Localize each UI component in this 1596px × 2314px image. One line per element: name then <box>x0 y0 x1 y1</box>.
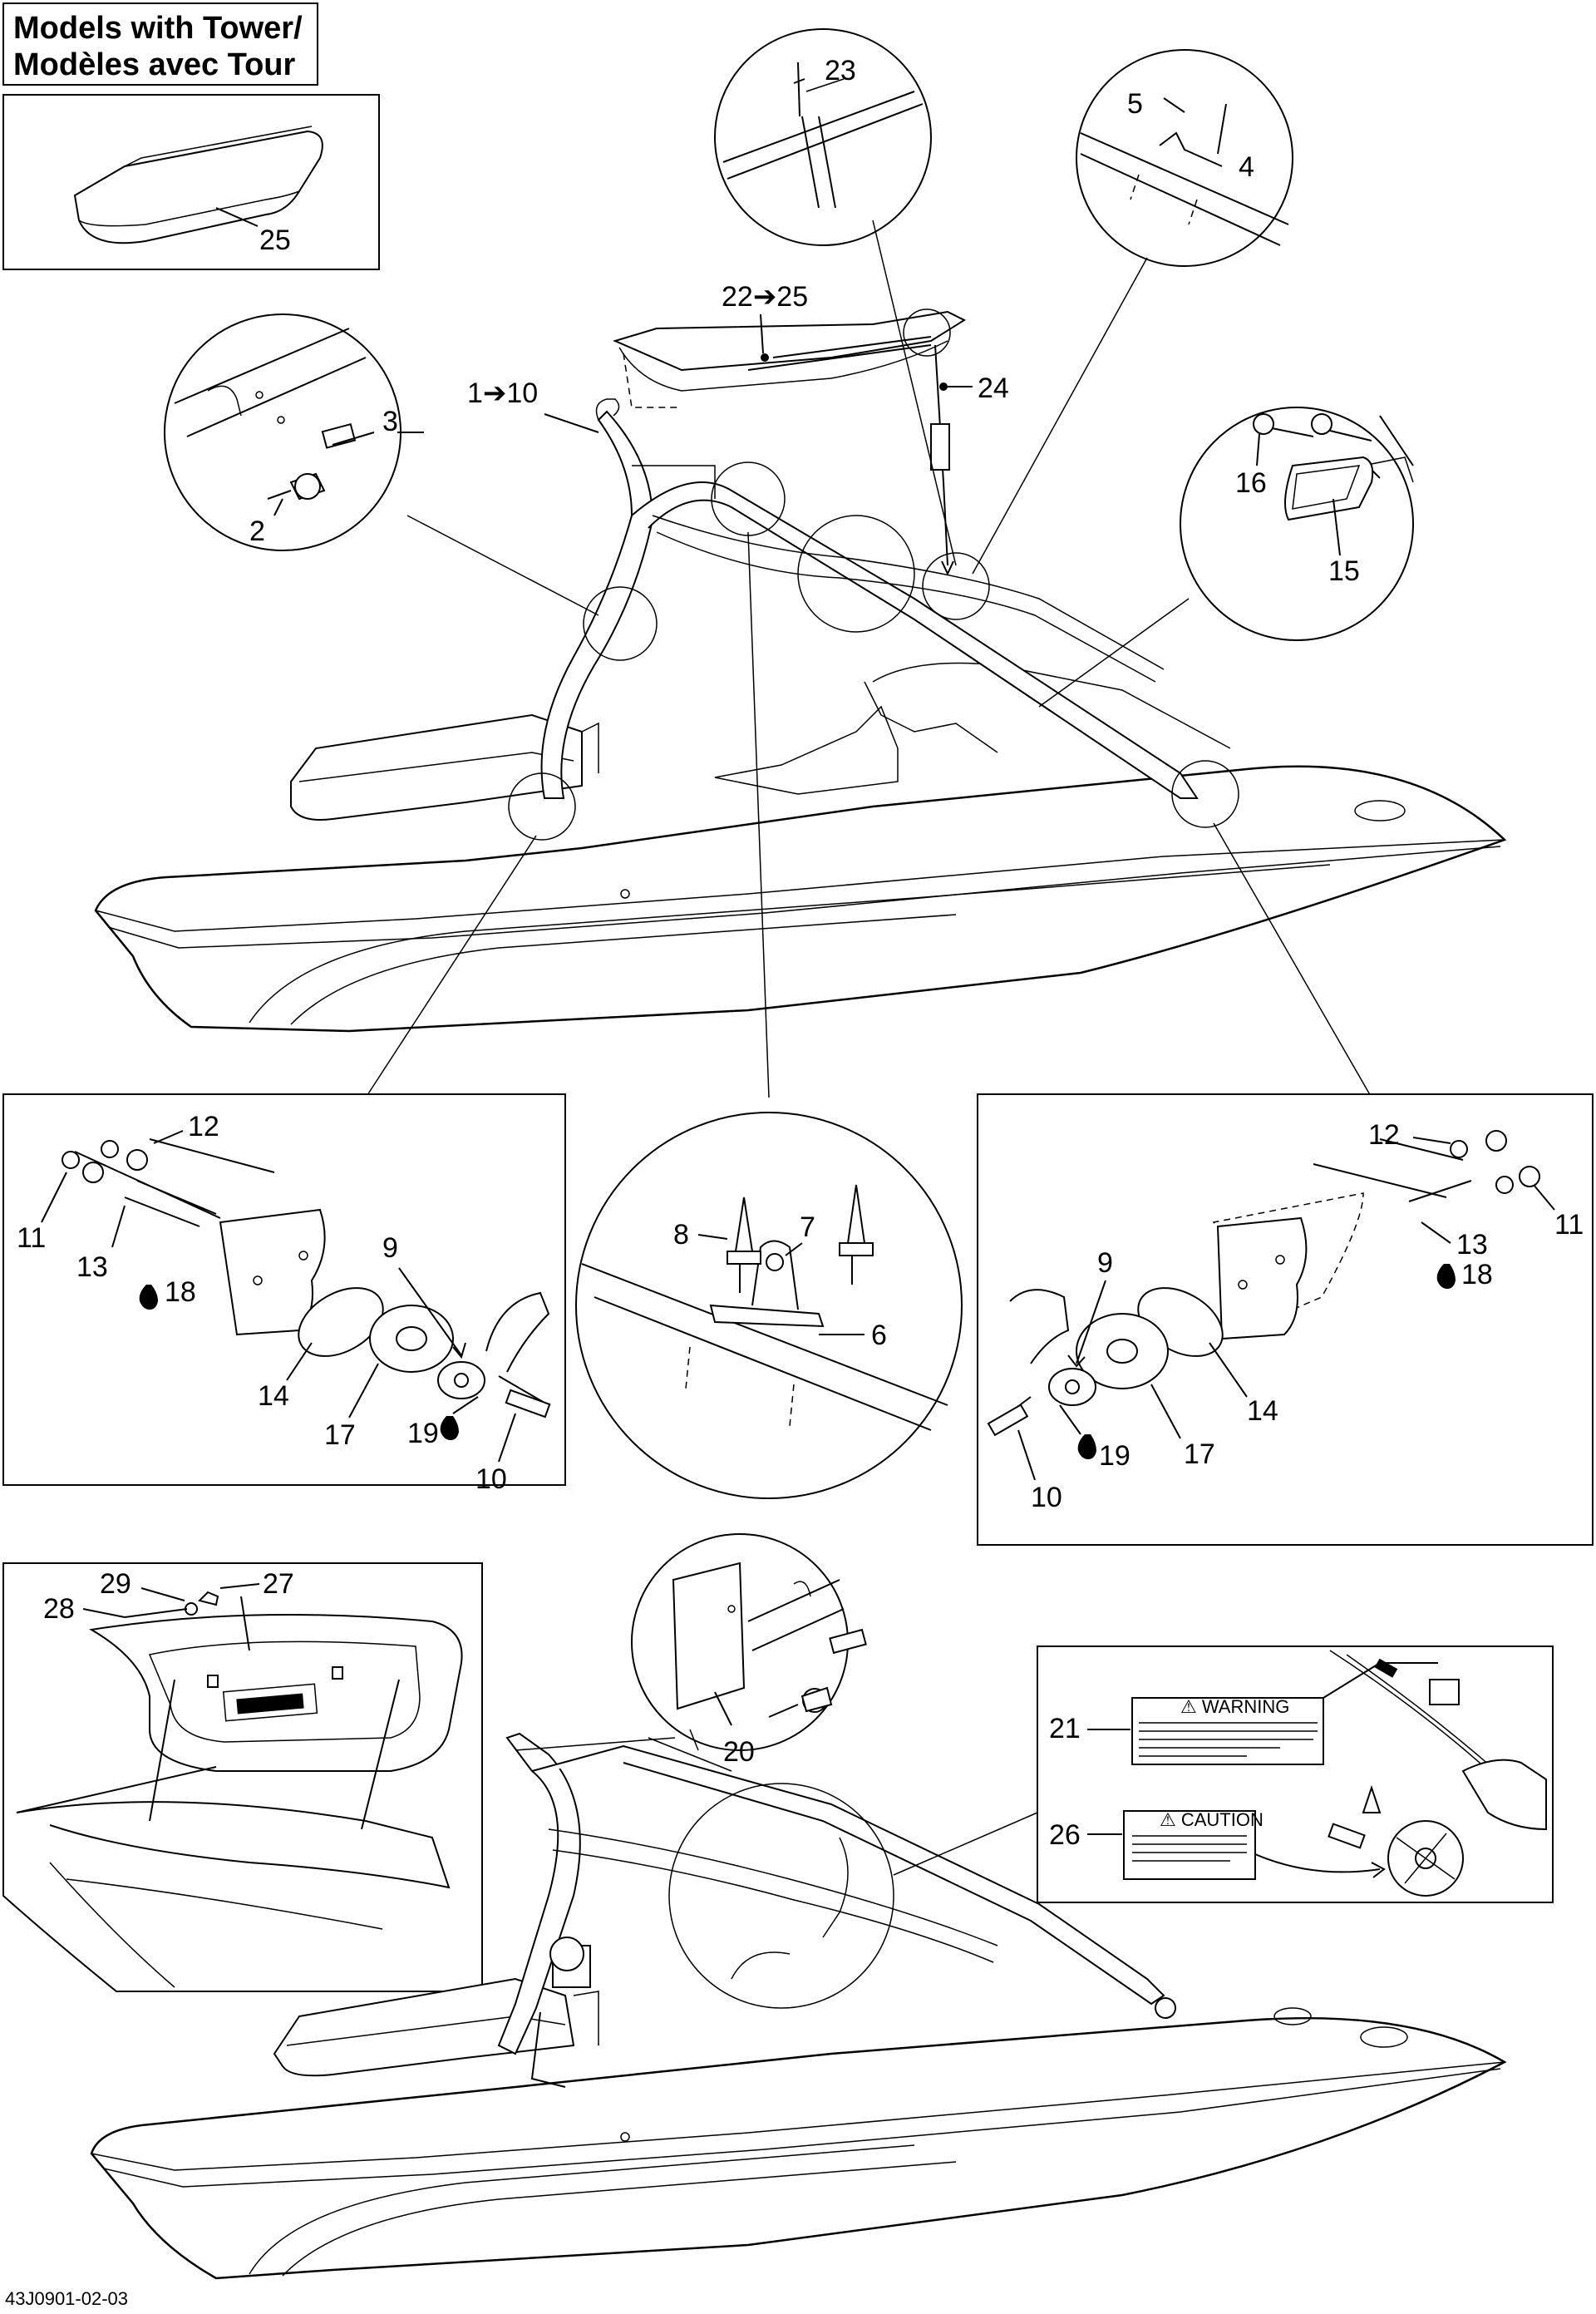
callout-16: 16 <box>1235 467 1267 499</box>
callout-10-right: 10 <box>1031 1482 1062 1513</box>
callout-25: 25 <box>259 224 291 256</box>
callout-12-right: 12 <box>1368 1119 1400 1151</box>
callout-2: 2 <box>249 516 265 547</box>
callout-5: 5 <box>1127 88 1143 120</box>
title-line-1: Models with Tower/ <box>13 11 303 46</box>
callout-19-left: 19 <box>407 1418 439 1449</box>
callout-10-left: 10 <box>475 1463 507 1495</box>
drawing-code: 43J0901-02-03 <box>5 2288 128 2309</box>
callout-7: 7 <box>800 1211 815 1243</box>
callout-28: 28 <box>43 1593 75 1625</box>
callout-21: 21 <box>1049 1713 1081 1744</box>
callout-13-right: 13 <box>1456 1229 1488 1261</box>
callout-19-right: 19 <box>1099 1440 1130 1472</box>
callout-11-left: 11 <box>17 1222 46 1254</box>
detail-circle-rivets: 8 7 6 <box>575 1112 963 1499</box>
lower-boat-drawing <box>90 1729 1507 2280</box>
callout-13-left: 13 <box>76 1251 108 1283</box>
detail-circle-20: 20 <box>631 1533 867 1768</box>
callout-29: 29 <box>100 1568 131 1600</box>
callout-27: 27 <box>263 1568 294 1600</box>
callout-17-left: 17 <box>324 1419 356 1451</box>
upper-leader-lines <box>365 220 1372 1098</box>
callout-12-left: 12 <box>188 1111 219 1142</box>
callout-23: 23 <box>825 55 856 86</box>
detail-circle-4-5: 5 4 <box>1076 49 1293 267</box>
callout-15: 15 <box>1328 555 1360 587</box>
callout-8: 8 <box>673 1219 689 1251</box>
bimini-assembly: 22➔25 24 1➔10 <box>467 281 1009 576</box>
callout-20: 20 <box>723 1736 755 1768</box>
warning-label-heading: ⚠ WARNING <box>1180 1696 1289 1717</box>
title-line-2: Modèles avec Tour <box>13 47 296 82</box>
callout-24: 24 <box>978 373 1009 404</box>
callout-14-right: 14 <box>1247 1395 1278 1427</box>
callout-4: 4 <box>1239 151 1254 183</box>
upper-boat-drawing <box>94 398 1507 1033</box>
right-mount-detail-box: 12 11 13 18 9 14 17 19 10 <box>977 1093 1594 1546</box>
cushion-detail-box: 25 <box>2 94 380 270</box>
callout-17-right: 17 <box>1184 1438 1215 1470</box>
detail-circle-mirror: 16 15 <box>1180 407 1414 641</box>
callout-26: 26 <box>1049 1819 1081 1851</box>
decal-detail-box: ⚠ WARNING ⚠ CAUTION 21 26 <box>1037 1645 1554 1903</box>
callout-3: 3 <box>382 406 398 437</box>
callout-1-10: 1➔10 <box>467 377 538 409</box>
callout-18-left: 18 <box>165 1276 196 1308</box>
callout-18-right: 18 <box>1461 1259 1493 1290</box>
left-mount-detail-box: 12 11 13 18 9 14 17 19 10 <box>2 1093 566 1495</box>
callout-6: 6 <box>871 1320 887 1351</box>
callout-9-right: 9 <box>1097 1247 1113 1279</box>
callout-22-25: 22➔25 <box>722 281 808 313</box>
callout-14-left: 14 <box>258 1380 289 1412</box>
callout-9-left: 9 <box>382 1232 398 1264</box>
caution-label-heading: ⚠ CAUTION <box>1160 1809 1264 1830</box>
detail-circle-23: 23 <box>714 28 932 246</box>
hatch-detail-box: 28 29 27 <box>2 1562 483 1992</box>
detail-circle-knob: 3 2 <box>164 313 424 551</box>
callout-11-right: 11 <box>1554 1209 1584 1241</box>
title-box: Models with Tower/ Modèles avec Tour <box>2 2 318 86</box>
